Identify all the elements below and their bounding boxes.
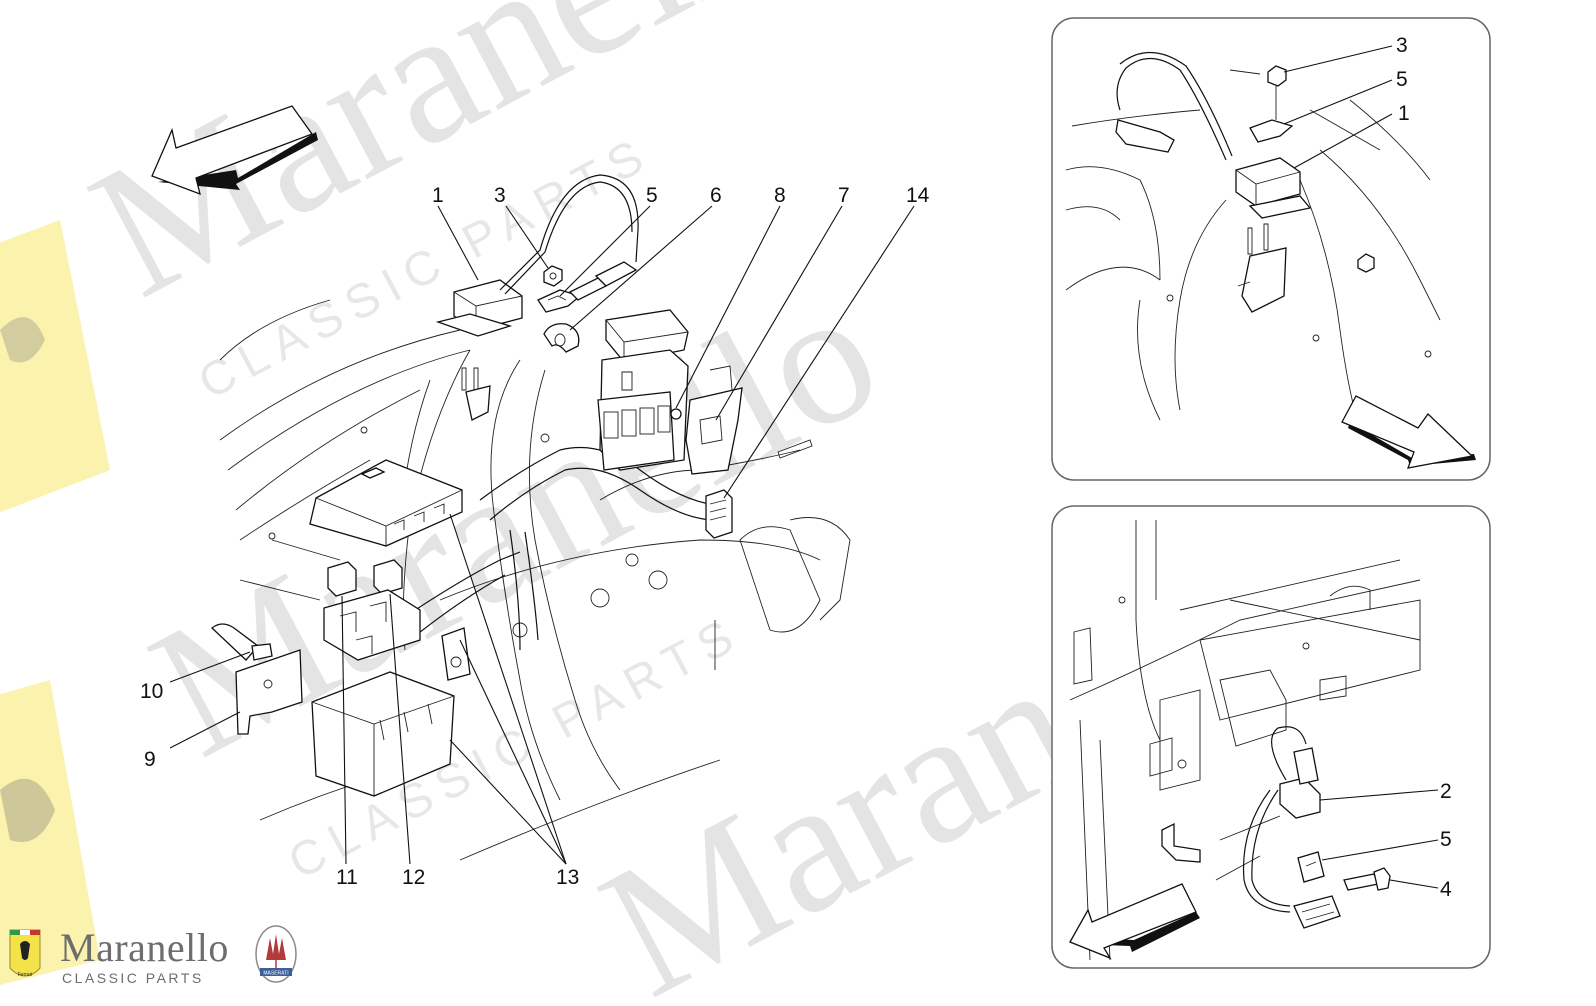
- inset-part-5-clip-bottom: [1297, 851, 1325, 883]
- part-relay-box-cover: [309, 459, 463, 547]
- direction-arrow-main: [151, 105, 318, 196]
- direction-arrow-inset-bottom: [1069, 883, 1200, 960]
- part-10-bolt: [211, 623, 273, 661]
- inset-bottom-callout-4: 4: [1440, 878, 1452, 901]
- part-13-box: [311, 671, 455, 797]
- inset-top-callout-5: 5: [1396, 68, 1408, 91]
- callout-14: 14: [906, 184, 930, 207]
- inset-part-1-module: [1235, 157, 1301, 207]
- part-13-bracket: [441, 627, 471, 681]
- maserati-badge-icon: MASERATI: [255, 925, 297, 983]
- part-7-bracket: [685, 365, 743, 475]
- brand-subtitle: CLASSIC PARTS: [62, 970, 204, 986]
- callout-12: 12: [402, 866, 425, 889]
- inset-top-detail: 3 5 1: [1051, 17, 1491, 481]
- inset-bottom-callout-5: 5: [1440, 828, 1452, 851]
- inset-part-3-nut: [1267, 65, 1287, 87]
- callout-1: 1: [432, 184, 444, 207]
- callout-11: 11: [336, 866, 358, 889]
- part-12-relay: [373, 559, 403, 595]
- inset-top-callout-1: 1: [1398, 102, 1410, 125]
- part-14-connector: [705, 439, 813, 539]
- ferrari-badge-icon: Ferrari: [9, 929, 41, 978]
- part-8-nut: [670, 408, 682, 420]
- callout-13: 13: [556, 866, 579, 889]
- inset-part-5-clip: [1249, 119, 1294, 143]
- callout-7: 7: [838, 184, 850, 207]
- watermark-ferrari-shield-1: [0, 220, 110, 513]
- callout-3: 3: [494, 184, 506, 207]
- callout-8: 8: [774, 184, 786, 207]
- svg-text:MASERATI: MASERATI: [263, 971, 288, 977]
- watermark-ferrari-shield-2: [0, 680, 100, 985]
- part-6-clamp: [543, 323, 580, 353]
- inset-bottom-detail: 2 5 4: [1051, 505, 1491, 969]
- svg-text:Ferrari: Ferrari: [18, 972, 33, 978]
- callout-5: 5: [646, 184, 658, 207]
- brand-logo: Ferrari Maranello CLASSIC PARTS MASERATI: [4, 922, 304, 1002]
- part-9-bracket: [235, 649, 303, 735]
- inset-bottom-callout-2: 2: [1440, 780, 1452, 803]
- callout-6: 6: [710, 184, 722, 207]
- inset-top-callout-3: 3: [1396, 34, 1408, 57]
- part-11-relay: [327, 561, 357, 597]
- callout-10: 10: [140, 680, 163, 703]
- part-5-clip: [537, 289, 582, 313]
- callout-9: 9: [144, 748, 156, 771]
- brand-name: Maranello: [60, 925, 229, 970]
- part-relay-socket: [323, 589, 421, 661]
- part-connector-plug: [568, 261, 638, 301]
- part-3-nut: [543, 265, 563, 287]
- part-1-connector-module: [435, 174, 639, 337]
- direction-arrow-inset-top: [1341, 395, 1476, 469]
- main-view: 1 3 5 6 8 7 14 10 9 11 12 13: [140, 105, 930, 889]
- part-fuse-box-center: [597, 309, 689, 471]
